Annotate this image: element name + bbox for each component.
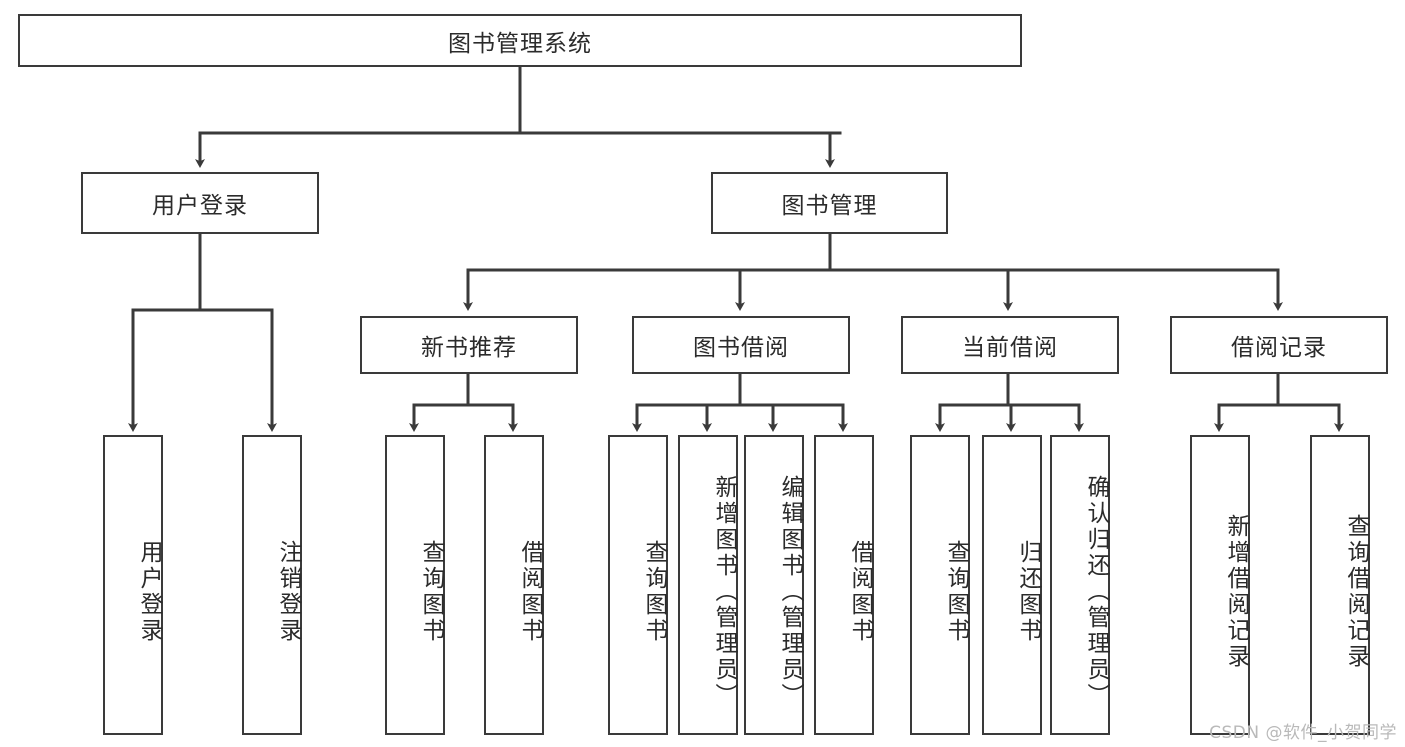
leaf-add-book-admin[interactable]: 新增图书（管理员） [678,435,738,735]
leaf-borrow-book-recommend[interactable]: 借阅图书 [484,435,544,735]
node-borrow-records[interactable]: 借阅记录 [1170,316,1388,374]
leaf-borrow-book[interactable]: 借阅图书 [814,435,874,735]
leaf-query-book-recommend[interactable]: 查询图书 [385,435,445,735]
leaf-confirm-return-admin[interactable]: 确认归还（管理员） [1050,435,1110,735]
node-current-borrow[interactable]: 当前借阅 [901,316,1119,374]
node-book-management[interactable]: 图书管理 [711,172,948,234]
node-root-system[interactable]: 图书管理系统 [18,14,1022,67]
leaf-user-login[interactable]: 用户登录 [103,435,163,735]
leaf-edit-book-admin[interactable]: 编辑图书（管理员） [744,435,804,735]
leaf-query-book-borrow[interactable]: 查询图书 [608,435,668,735]
node-book-borrow[interactable]: 图书借阅 [632,316,850,374]
leaf-query-borrow-record[interactable]: 查询借阅记录 [1310,435,1370,735]
leaf-return-book[interactable]: 归还图书 [982,435,1042,735]
node-new-book-recommend[interactable]: 新书推荐 [360,316,578,374]
leaf-query-book-current[interactable]: 查询图书 [910,435,970,735]
watermark-text: CSDN @软件_小贺同学 [1209,723,1397,743]
leaf-add-borrow-record[interactable]: 新增借阅记录 [1190,435,1250,735]
node-user-login[interactable]: 用户登录 [81,172,319,234]
leaf-logout-login[interactable]: 注销登录 [242,435,302,735]
